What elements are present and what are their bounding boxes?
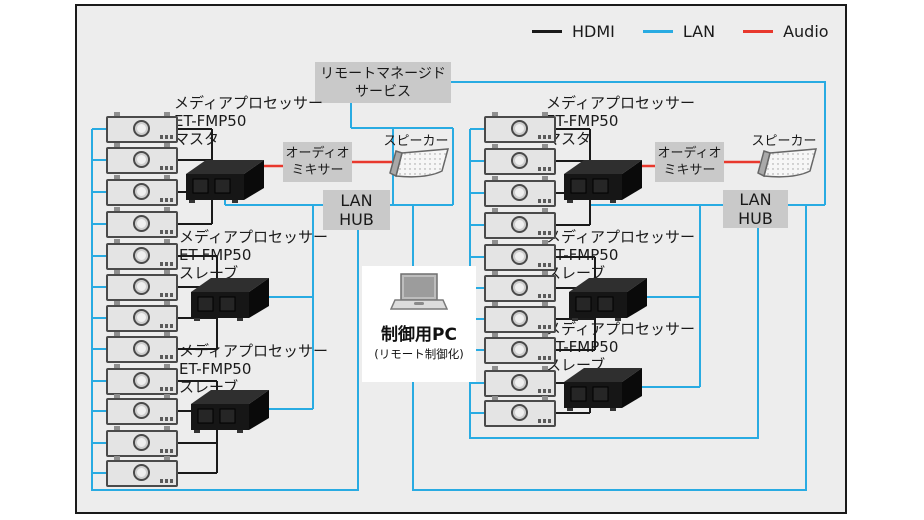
hub-line1: LAN	[340, 191, 373, 210]
speaker-right-label: スピーカー	[751, 134, 817, 149]
processor-name: メディアプロセッサー	[546, 228, 695, 246]
control-pc-subtitle: (リモート制御化)	[374, 347, 464, 361]
legend-hdmi-label: HDMI	[572, 22, 615, 41]
left-slave2-label: メディアプロセッサー ET-FMP50 スレーブ	[179, 342, 328, 396]
media-processor-icon	[191, 278, 269, 321]
processor-model: ET-FMP50	[174, 112, 247, 130]
processor-name: メディアプロセッサー	[546, 94, 695, 112]
left-slave1-label: メディアプロセッサー ET-FMP50 スレーブ	[179, 228, 328, 282]
hdmi-line-swatch	[532, 30, 562, 33]
legend-lan-label: LAN	[682, 22, 716, 41]
audio-mixer-left: オーディオ ミキサー	[283, 142, 352, 182]
media-processor-icon	[564, 160, 642, 203]
legend: HDMI LAN Audio	[532, 22, 843, 41]
control-pc-title: 制御用PC	[381, 325, 457, 345]
mixer-line2: ミキサー	[663, 163, 716, 178]
remote-managed-service-box: リモートマネージド サービス	[315, 62, 451, 103]
processor-model: ET-FMP50	[546, 246, 619, 264]
legend-item-audio: Audio	[743, 22, 829, 41]
lan-hub-right: LAN HUB	[723, 190, 788, 228]
remote-service-line1: リモートマネージド	[320, 65, 446, 82]
mixer-line2: ミキサー	[291, 163, 344, 178]
processor-model: ET-FMP50	[546, 112, 619, 130]
projector-icon	[484, 366, 556, 397]
processor-name: メディアプロセッサー	[174, 94, 323, 112]
projector-icon	[106, 301, 178, 332]
right-master-label: メディアプロセッサー ET-FMP50 マスタ	[546, 94, 695, 148]
projector-icon	[484, 208, 556, 239]
projector-icon	[484, 302, 556, 333]
projector-icon	[106, 332, 178, 363]
projector-icon	[484, 144, 556, 175]
right-slave1-label: メディアプロセッサー ET-FMP50 スレーブ	[546, 228, 695, 282]
remote-service-line2: サービス	[355, 83, 411, 100]
processor-name: メディアプロセッサー	[546, 320, 695, 338]
projector-icon	[106, 175, 178, 206]
projector-icon	[106, 456, 178, 487]
processor-role: スレーブ	[546, 264, 606, 282]
projector-icon	[484, 396, 556, 427]
projector-icon	[484, 333, 556, 364]
speaker-right-icon	[757, 148, 818, 178]
lan-hub-left: LAN HUB	[323, 190, 390, 230]
left-master-label: メディアプロセッサー ET-FMP50 マスタ	[174, 94, 323, 148]
speaker-left-label: スピーカー	[383, 134, 449, 149]
hub-line2: HUB	[738, 209, 773, 228]
processor-model: ET-FMP50	[546, 338, 619, 356]
projector-icon	[106, 426, 178, 457]
laptop-icon	[389, 273, 449, 310]
mixer-line1: オーディオ	[657, 146, 722, 161]
audio-mixer-right: オーディオ ミキサー	[655, 142, 724, 182]
projector-icon	[106, 207, 178, 238]
media-processor-icon	[564, 368, 642, 411]
mixer-line1: オーディオ	[285, 146, 350, 161]
processor-model: ET-FMP50	[179, 360, 252, 378]
projector-icon	[106, 364, 178, 395]
processor-role: マスタ	[546, 130, 592, 148]
processor-role: マスタ	[174, 130, 220, 148]
legend-item-hdmi: HDMI	[532, 22, 615, 41]
hub-line2: HUB	[339, 210, 374, 229]
audio-line-swatch	[743, 30, 774, 33]
media-processor-icon	[186, 160, 264, 203]
media-processor-icon	[191, 390, 269, 433]
projector-icon	[106, 112, 178, 143]
legend-audio-label: Audio	[783, 22, 829, 41]
projector-icon	[106, 270, 178, 301]
processor-name: メディアプロセッサー	[179, 342, 328, 360]
hub-line1: LAN	[739, 190, 772, 209]
projector-icon	[484, 240, 556, 271]
control-pc-box: 制御用PC (リモート制御化)	[362, 266, 476, 382]
projector-icon	[484, 271, 556, 302]
processor-model: ET-FMP50	[179, 246, 252, 264]
speaker-left-icon	[389, 148, 450, 178]
projector-icon	[106, 239, 178, 270]
projector-icon	[106, 143, 178, 174]
media-processor-icon	[569, 278, 647, 321]
projector-icon	[106, 394, 178, 425]
processor-role: スレーブ	[179, 264, 239, 282]
lan-line-swatch	[642, 30, 673, 33]
legend-item-lan: LAN	[642, 22, 716, 41]
projector-icon	[484, 176, 556, 207]
processor-name: メディアプロセッサー	[179, 228, 328, 246]
projector-icon	[484, 112, 556, 143]
